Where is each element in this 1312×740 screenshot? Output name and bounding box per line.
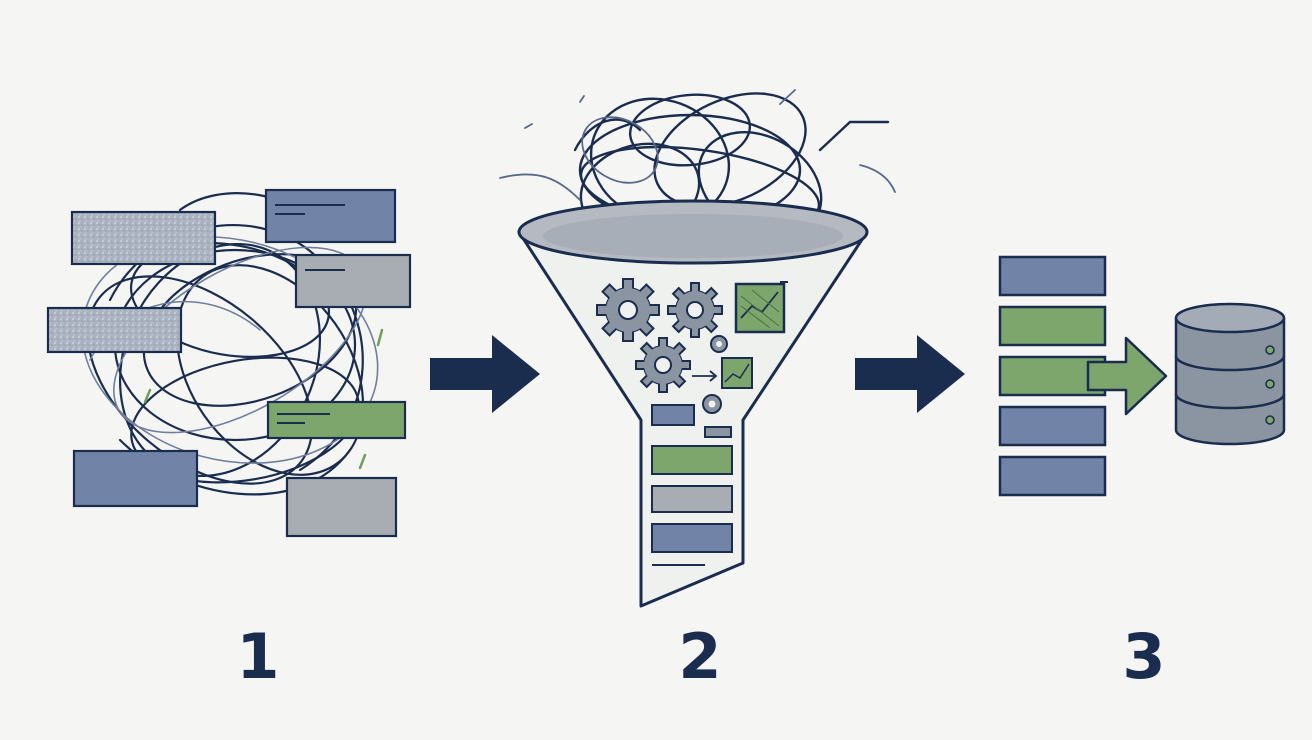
output-row xyxy=(998,255,1107,297)
funnel-row xyxy=(651,523,733,553)
arrow-right-icon xyxy=(430,335,540,413)
database-icon xyxy=(1174,302,1286,446)
gear-icon xyxy=(635,337,691,393)
step-2-processing-funnel xyxy=(499,89,896,608)
step-number-1: 1 xyxy=(236,620,280,693)
arrow-right-icon xyxy=(1086,336,1168,416)
gear-icon xyxy=(702,394,722,414)
gear-icon xyxy=(710,335,728,353)
data-block xyxy=(266,400,407,440)
step-3-organized-output xyxy=(998,255,1286,497)
data-block xyxy=(72,449,199,508)
chart-icon xyxy=(734,281,788,334)
funnel-row xyxy=(651,445,733,475)
gear-icon xyxy=(596,278,660,342)
data-block xyxy=(285,476,398,538)
data-block xyxy=(70,210,217,266)
arrow-right-icon xyxy=(855,335,965,413)
funnel-row xyxy=(651,404,695,426)
data-block xyxy=(294,253,412,309)
output-row xyxy=(998,305,1107,347)
step-number-2: 2 xyxy=(678,620,722,693)
funnel-row xyxy=(651,485,733,513)
output-row xyxy=(998,405,1107,447)
data-block xyxy=(46,306,183,354)
chart-icon xyxy=(721,357,753,389)
data-block xyxy=(264,188,397,244)
output-row xyxy=(998,455,1107,497)
step-1-scattered-data xyxy=(46,188,412,538)
step-number-3: 3 xyxy=(1122,620,1166,693)
funnel-row xyxy=(704,426,732,438)
gear-icon xyxy=(667,282,723,338)
